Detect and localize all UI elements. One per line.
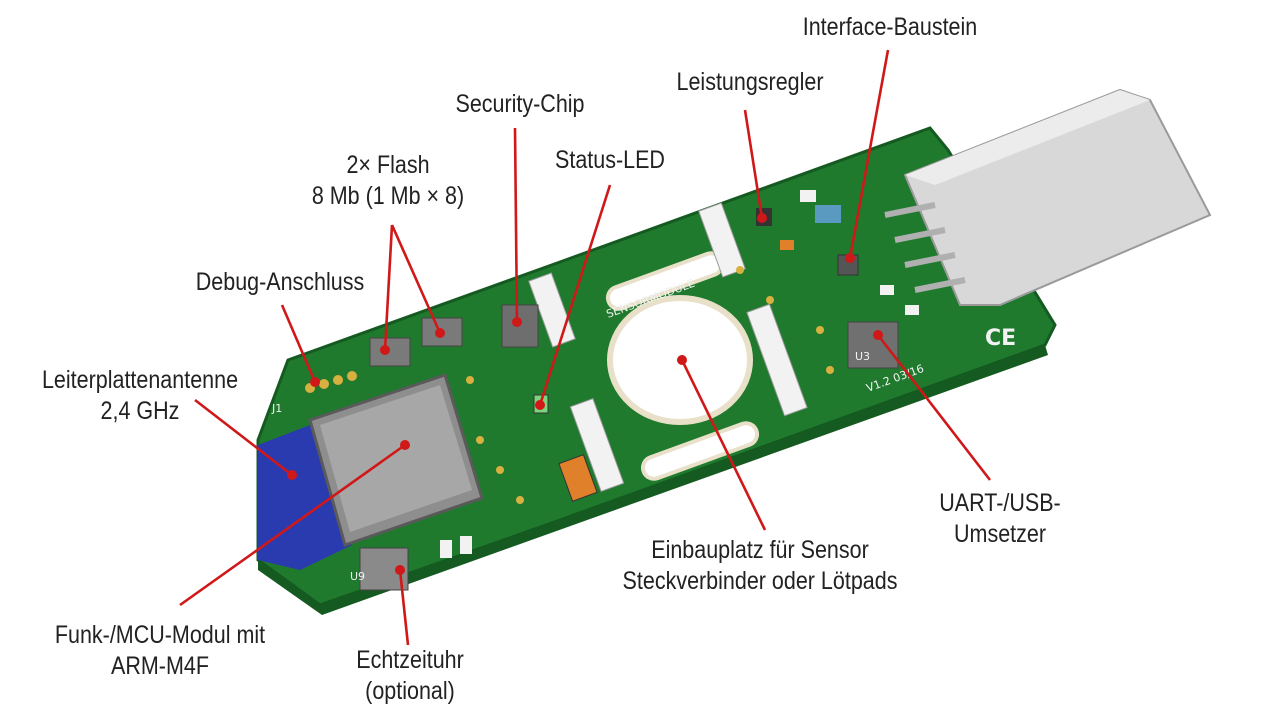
small-components xyxy=(440,190,919,558)
mcu-module-top xyxy=(320,385,472,532)
leader-led xyxy=(538,184,612,406)
leader-lines xyxy=(179,49,992,646)
leader-regulator xyxy=(743,109,764,219)
leader-dots xyxy=(287,213,883,575)
silkscreen-ref-j1: J1 xyxy=(271,402,282,415)
leader-rtc xyxy=(398,569,410,646)
leader-antenna xyxy=(194,398,293,477)
sensor-slot-bottom xyxy=(640,421,760,481)
leader-mcu xyxy=(179,443,406,607)
label-status-led: Status-LED xyxy=(555,146,665,174)
label-security-chip: Security-Chip xyxy=(455,90,585,118)
leader-debug xyxy=(280,304,317,383)
leader-uart xyxy=(876,334,992,481)
label-leiterplattenantenne: Leiterplattenantenne 2,4 GHz xyxy=(41,366,239,425)
leader-interface xyxy=(848,49,890,259)
leader-flash-1 xyxy=(383,224,394,351)
label-leistungsregler: Leistungsregler xyxy=(676,68,824,96)
leader-flash-2 xyxy=(390,224,442,334)
header-right-top xyxy=(698,202,746,278)
label-flash: 2× Flash 8 Mb (1 Mb × 8) xyxy=(311,151,465,210)
header-left xyxy=(569,397,625,493)
leader-security xyxy=(513,127,519,323)
usb-contacts xyxy=(884,202,966,293)
leader-sensor xyxy=(680,359,767,531)
header-right xyxy=(746,303,808,417)
silkscreen-ce: CE xyxy=(985,326,1016,351)
usb-plug-top xyxy=(905,90,1150,185)
label-uart-usb-umsetzer: UART-/USB- Umsetzer xyxy=(939,489,1061,548)
tantalum-cap xyxy=(558,454,598,502)
label-interface-baustein: Interface-Baustein xyxy=(802,13,978,41)
uart-usb-chip xyxy=(847,321,899,369)
silkscreen-ref-u9: U9 xyxy=(350,570,365,583)
label-echtzeituhr: Echtzeituhr (optional) xyxy=(356,646,464,705)
label-debug-anschluss: Debug-Anschluss xyxy=(195,268,365,296)
flash-chip-1 xyxy=(369,337,411,367)
label-funk-mcu-modul: Funk-/MCU-Modul mit ARM-M4F xyxy=(54,621,266,680)
label-einbauplatz-sensor: Einbauplatz für Sensor Steckverbinder od… xyxy=(622,536,898,595)
silkscreen-ref-u3: U3 xyxy=(855,350,870,363)
